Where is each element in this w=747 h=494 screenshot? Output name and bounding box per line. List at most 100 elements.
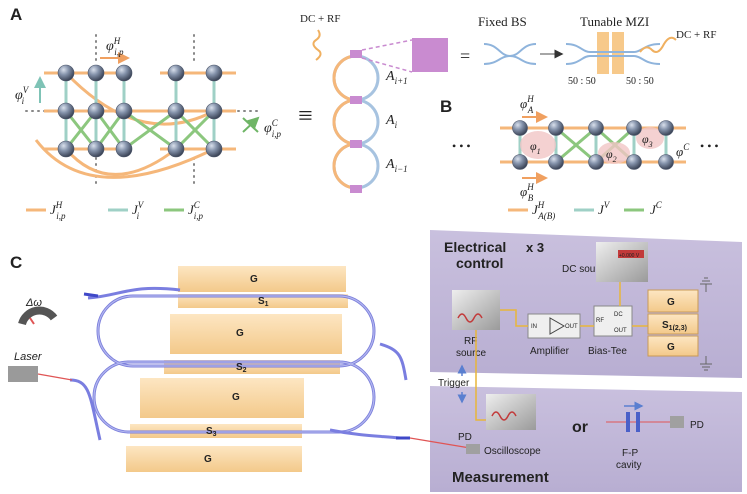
dc-source-label: DC source [562,264,610,275]
elec-s-pad [647,313,699,335]
elec-g1-label: G [667,297,675,308]
pd-left-icon [466,444,480,454]
fp-mirror-left [626,412,630,432]
oscilloscope-label: Oscilloscope [484,446,541,457]
elec-s-label: S1(2,3) [662,320,687,332]
amp-out-label: OUT [565,324,578,330]
pd-right-icon [670,416,684,428]
phi-c-b-label: φC [676,142,690,159]
electrical-wires [475,282,650,421]
fp-label-1: F-P [622,448,638,459]
bt-rf-label: RF [596,318,604,324]
mzi-icon [565,32,661,74]
measurement-title: Measurement [452,469,549,486]
modulator-bot [350,185,362,193]
legend-b-jv: JV [598,200,611,217]
dc-source-display [618,250,644,258]
ring-label-bot: Ai−1 [385,157,408,174]
dc-display-text: +0.000 V [619,253,640,259]
rf-source-label-2: source [456,348,486,359]
bt-out-label: OUT [614,328,627,334]
ratio-left: 50 : 50 [568,76,596,87]
elec-g2-label: G [667,342,675,353]
chip-label-s2: S2 [236,362,247,374]
trigger-label: Trigger [438,378,470,389]
fixed-bs-label: Fixed BS [478,14,527,29]
amplifier-icon [549,317,566,335]
chip-label-g1: G [250,274,258,285]
panel-label-b: B [440,97,452,116]
bt-dc-label: DC [614,312,623,318]
knob-indicator [29,317,35,325]
panel-label-c: C [10,253,22,272]
ring-label-top: Ai+1 [385,69,408,86]
rf-wave-right [639,36,677,53]
panel-b-lattice [500,120,686,170]
fp-mirror-right [636,412,640,432]
modulator-zoom [412,38,448,72]
chip-label-g3: G [232,392,240,403]
panel-a-lattice [25,34,263,186]
dots-left: • • • [452,139,471,153]
ratio-right: 50 : 50 [626,76,654,87]
bias-tee-label: Bias-Tee [588,346,627,357]
dc-rf-right-label: DC + RF [676,29,716,41]
laser-label: Laser [14,351,43,363]
chip [69,266,410,472]
laser-beam [37,373,73,381]
ring-chain [332,54,380,190]
fp-label-2: cavity [616,460,642,471]
times-three: x 3 [526,240,544,255]
legend-b-jc: JC [650,200,663,217]
rf-source-box [452,290,500,330]
phi3-label: φ3 [642,132,653,149]
modulator-bot2 [350,140,362,148]
delta-omega-label: Δω [25,297,42,309]
pd-right-label: PD [690,420,704,431]
rf-wave-left [312,29,322,61]
chip-label-s1: S1 [258,296,269,308]
or-label: or [572,419,588,436]
phi1-label: φ1 [530,139,541,156]
equivalence-symbol: ≡ [298,101,313,130]
bias-tee-box [593,305,633,337]
fixed-bs-icon [483,43,537,65]
chip-label-g2: G [236,328,244,339]
tunable-mzi-label: Tunable MZI [580,14,649,29]
control-title: control [456,255,503,271]
dc-source-box [596,242,648,282]
laser-box-icon [8,366,38,382]
tuning-knob-icon [18,306,58,326]
electrical-title: Electrical [444,239,506,255]
elec-g1-pad [647,289,699,313]
modulator-top [350,50,362,58]
chip-label-s3: S3 [206,426,217,438]
equals-symbol: = [460,46,470,66]
amplifier-label: Amplifier [530,346,570,357]
oscilloscope-wave-icon [491,411,517,421]
ground-icon-bot [700,356,712,371]
dots-right: • • • [700,139,719,153]
output-beam [409,437,471,449]
rf-source-wave-icon [457,313,483,323]
chip-label-g4: G [204,454,212,465]
panel-label-a: A [10,5,22,24]
ground-icon-top [700,277,712,292]
phi2-label: φ2 [606,147,617,164]
pd-left-label: PD [458,432,472,443]
amp-in-label: IN [531,324,537,330]
ring-label-mid: Ai [385,113,398,130]
